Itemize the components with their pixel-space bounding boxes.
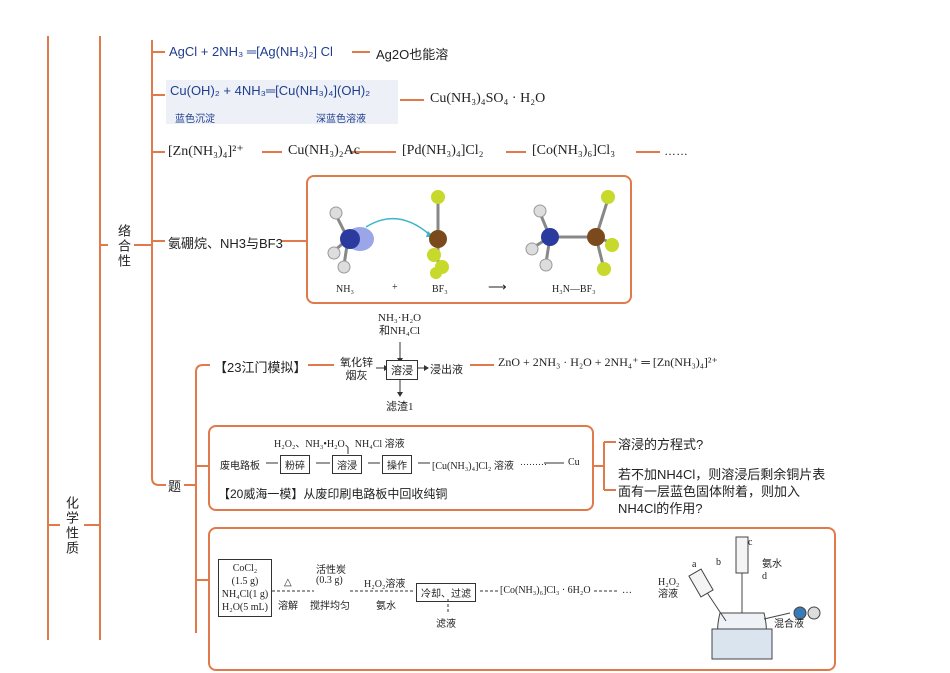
- q3-reagent-2: (1.5 g): [231, 576, 259, 587]
- reaction-arrow: ⟶: [488, 279, 507, 294]
- q2-start: 废电路板: [220, 461, 260, 472]
- apparatus-h2o2: H₂O₂ 溶液: [658, 577, 680, 600]
- q1-reagent: NH₃·H₂O 和NH₄Cl: [378, 312, 422, 337]
- q2-title: 【20威海一模】从废印刷电路板中回收纯铜: [218, 487, 448, 501]
- q1-equation: ZnO + 2NH₃ · H₂O + 2NH₄⁺ ═ [Zn(NH₃)₄]²⁺: [498, 355, 718, 369]
- ammonia-borane-box: NH₃ + BF₃ ⟶ H₃N—BF₃: [306, 175, 632, 304]
- q3-product: [Co(NH₃)₆]Cl₃ · 6H₂O: [500, 585, 591, 596]
- apparatus-mixture: 混合液: [774, 619, 804, 630]
- agcl-equation: AgCl + 2NH₃ ═[Ag(NH₃)₂] Cl: [169, 44, 333, 59]
- q2-flow-arrows: [266, 447, 564, 464]
- q2-question-2: 若不加NH4Cl，则溶浸后剩余铜片表面有一层蓝色固体附着，则加入NH4Cl的作用…: [618, 467, 826, 516]
- exercise-label: 题: [168, 479, 182, 494]
- q1-tag: 【23江门模拟】: [214, 360, 307, 375]
- q2-end: Cu: [568, 457, 580, 468]
- cuoh-sub-right: 深蓝色溶液: [316, 114, 366, 125]
- cuoh-sub-left: 蓝色沉淀: [175, 114, 215, 125]
- q2-question-1: 溶浸的方程式?: [618, 437, 704, 452]
- q2-reagents: H₂O₂、NH₃•H₂O、NH₄Cl 溶液: [274, 439, 405, 450]
- q1-output: 浸出液: [430, 364, 463, 376]
- complex-co: [Co(NH₃)₆]Cl₃: [532, 143, 616, 158]
- q3-stir: 搅拌均匀: [310, 601, 350, 612]
- product-caption: H₃N—BF₃: [552, 284, 596, 295]
- q2-dots: ………: [520, 457, 547, 467]
- complex-cu: Cu(NH₃)₂Ac: [288, 143, 360, 158]
- branch-node: 络合性: [116, 224, 131, 269]
- q3-ammonia: 氨水: [376, 601, 396, 612]
- q3-box: CoCl₂ (1.5 g) NH₄Cl(1 g) H₂O(5 mL) △ 溶解 …: [208, 527, 836, 671]
- q1-step-box: 溶浸: [386, 360, 418, 380]
- q2-step-operate: 操作: [382, 455, 412, 474]
- q3-triangle: △: [284, 577, 292, 588]
- apparatus-b: b: [716, 557, 721, 568]
- apparatus-c: c: [748, 537, 753, 548]
- q3-reagent-box: CoCl₂ (1.5 g) NH₄Cl(1 g) H₂O(5 mL): [218, 559, 272, 617]
- cuoh-equation: Cu(OH)₂ + 4NH₃═[Cu(NH₃)₄](OH)₂: [170, 83, 371, 98]
- q1-input: 氧化锌 烟灰: [340, 357, 373, 382]
- q2-product: [Cu(NH₃)₄]Cl₂ 溶液: [432, 461, 514, 472]
- q3-end-dots: …: [622, 585, 632, 596]
- q2-step-crush: 粉碎: [280, 455, 310, 474]
- ammonia-borane-label: 氨硼烷、NH3与BF3: [168, 236, 283, 251]
- q3-carbon: 活性炭: [316, 565, 346, 576]
- q3-h2o2: H₂O₂溶液: [364, 579, 406, 590]
- q3-carbon-mass: (0.3 g): [316, 575, 343, 586]
- q1-residue: 滤渣1: [386, 401, 414, 413]
- q3-reagent-3: NH₄Cl(1 g): [221, 589, 269, 600]
- q2-box: H₂O₂、NH₃•H₂O、NH₄Cl 溶液 废电路板 粉碎 溶浸 操作 [Cu(…: [208, 425, 594, 511]
- agcl-note: Ag2O也能溶: [376, 47, 449, 62]
- q3-reagent-4: H₂O(5 mL): [222, 602, 268, 613]
- q3-cool-box: 冷却、过滤: [416, 583, 476, 602]
- apparatus-ammonia: 氨水: [762, 559, 782, 570]
- q3-reagent-1: CoCl₂: [232, 563, 258, 574]
- complex-ellipsis: ……: [664, 144, 688, 158]
- q3-filtrate: 滤液: [436, 619, 456, 630]
- apparatus-a: a: [692, 559, 697, 570]
- cuoh-note: Cu(NH₃)₄SO₄ · H₂O: [430, 91, 546, 106]
- bf3-caption: BF₃: [432, 284, 448, 295]
- q3-flow-arrows: [272, 590, 618, 613]
- nh3-caption: NH₃: [336, 284, 354, 295]
- cuoh-highlight: [166, 80, 398, 124]
- q3-dissolve: 溶解: [278, 601, 298, 612]
- complex-pd: [Pd(NH₃)₄]Cl₂: [402, 143, 484, 158]
- plus-caption: +: [392, 282, 398, 293]
- q2-step-leach: 溶浸: [332, 455, 362, 474]
- apparatus-d: d: [762, 571, 767, 582]
- complex-zn: [Zn(NH₃)₄]²⁺: [168, 144, 244, 159]
- apparatus-illustration: [688, 536, 821, 660]
- molecule-illustration: [327, 190, 619, 279]
- root-node: 化学性质: [64, 496, 79, 556]
